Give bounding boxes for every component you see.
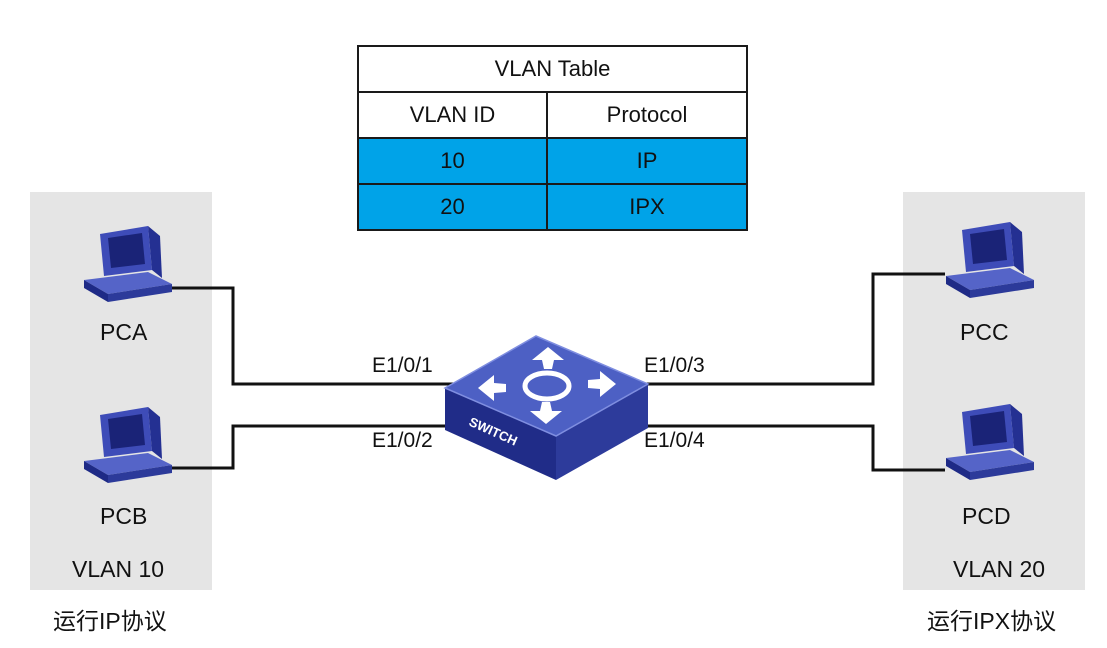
vlan-table: VLAN Table VLAN ID Protocol 10 IP 20 IPX xyxy=(357,45,748,231)
protocol-header: Protocol xyxy=(546,91,748,139)
wire-pcc xyxy=(635,272,945,386)
wire-pcb xyxy=(165,424,470,470)
pcd-computer-icon xyxy=(946,404,1034,480)
port-e3-label: E1/0/3 xyxy=(644,354,705,377)
pcc-label: PCC xyxy=(960,319,1009,345)
port-e4-label: E1/0/4 xyxy=(644,429,705,452)
vlan-id-cell: 10 xyxy=(357,137,548,185)
pcb-computer-icon xyxy=(84,407,172,483)
wire-pcd xyxy=(635,424,945,472)
port-e1-label: E1/0/1 xyxy=(372,354,433,377)
vlan10-protocol-note: 运行IP协议 xyxy=(53,608,167,634)
table-row: 20 IPX xyxy=(357,183,748,231)
protocol-cell: IP xyxy=(546,137,748,185)
vlan-table-title: VLAN Table xyxy=(357,45,748,93)
pcb-label: PCB xyxy=(100,503,148,529)
wire-pca xyxy=(165,286,470,386)
table-row: 10 IP xyxy=(357,137,748,185)
protocol-cell: IPX xyxy=(546,183,748,231)
pca-label: PCA xyxy=(100,319,148,345)
vlan-id-header: VLAN ID xyxy=(357,91,548,139)
vlan-id-cell: 20 xyxy=(357,183,548,231)
vlan20-protocol-note: 运行IPX协议 xyxy=(927,608,1057,634)
pcc-computer-icon xyxy=(946,222,1034,298)
vlan20-label: VLAN 20 xyxy=(953,556,1046,582)
port-e2-label: E1/0/2 xyxy=(372,429,433,452)
vlan10-label: VLAN 10 xyxy=(72,556,165,582)
pcd-label: PCD xyxy=(962,503,1011,529)
pca-computer-icon xyxy=(84,226,172,302)
